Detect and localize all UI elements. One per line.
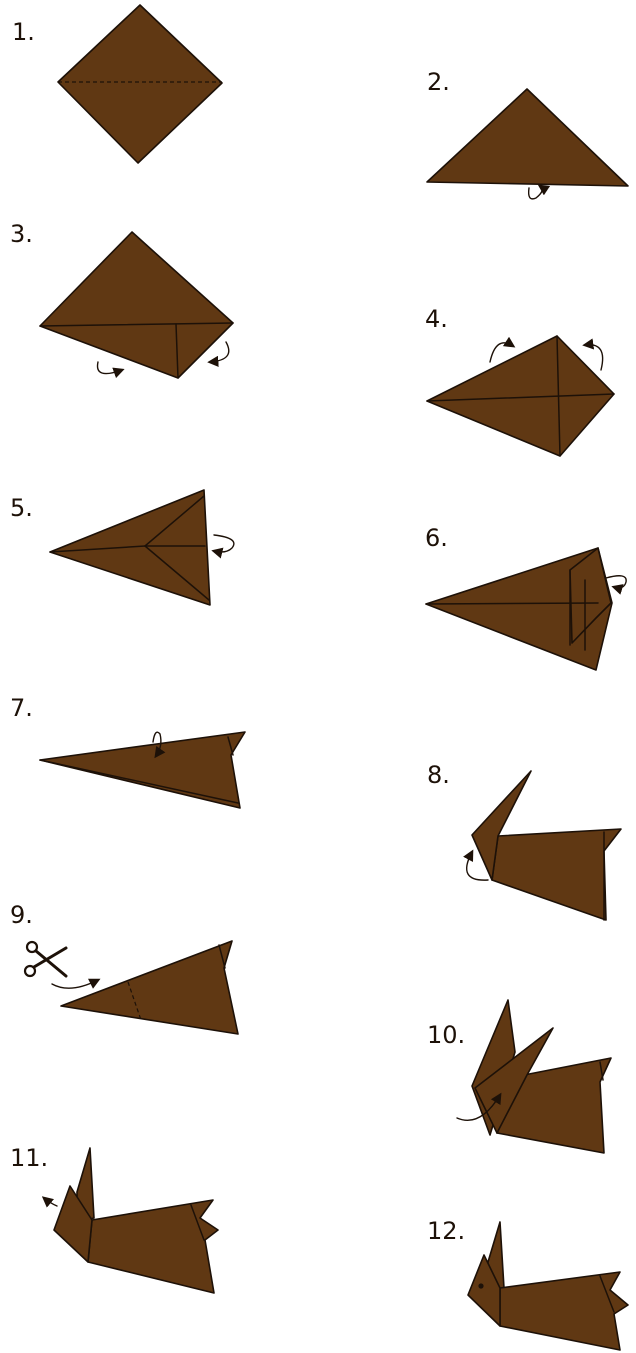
- fold-line: [144, 545, 210, 601]
- kite-shape: [426, 335, 615, 457]
- step-7-number: 7.: [10, 694, 33, 722]
- fold-arrow-icon: [489, 336, 516, 363]
- fold-line: [227, 736, 234, 756]
- step-10: 10.: [427, 999, 612, 1154]
- step-4: 4.: [425, 305, 615, 457]
- step-2: 2.: [426, 68, 629, 200]
- fold-arrow-icon: [207, 341, 230, 367]
- fold-line: [39, 759, 239, 804]
- fold-line: [144, 495, 205, 547]
- eye-dot: [478, 1283, 484, 1289]
- step-9-number: 9.: [10, 901, 33, 929]
- step-11-number: 11.: [10, 1144, 48, 1172]
- step-6: 6.: [425, 524, 627, 671]
- fold-line: [218, 944, 226, 969]
- body-shape: [499, 1271, 629, 1351]
- fold-arrow-icon: [463, 849, 489, 881]
- step-2-number: 2.: [427, 68, 450, 96]
- step-12: 12.: [427, 1217, 629, 1351]
- body-shape: [87, 1199, 219, 1294]
- fold-arrow-icon: [456, 1092, 502, 1122]
- body-shape: [491, 828, 622, 921]
- folded-flap: [569, 547, 612, 644]
- kite-shape: [39, 231, 234, 379]
- fold-arrow-icon: [152, 731, 166, 759]
- step-7: 7.: [10, 694, 246, 809]
- head-shape: [467, 1254, 501, 1327]
- step-8-number: 8.: [427, 761, 450, 789]
- fold-line: [175, 323, 179, 379]
- fold-arrow-icon: [41, 1196, 58, 1208]
- square-paper-shape: [57, 4, 223, 164]
- fold-line: [39, 322, 234, 327]
- triangle-shape: [426, 88, 629, 187]
- step-5-number: 5.: [10, 494, 33, 522]
- fold-arrow-icon: [582, 338, 604, 371]
- step-3-number: 3.: [10, 220, 33, 248]
- step-3: 3.: [10, 220, 234, 379]
- step-1-number: 1.: [12, 18, 35, 46]
- fold-line: [425, 602, 599, 605]
- head-shape: [53, 1185, 93, 1263]
- step-9: 9.: [10, 901, 239, 1035]
- flattened-shape: [39, 731, 246, 809]
- step-11: 11.: [10, 1144, 219, 1294]
- fold-arrow-icon: [605, 575, 627, 595]
- fold-line: [599, 1061, 604, 1081]
- fold-line: [49, 545, 146, 553]
- fold-arrow-icon: [211, 534, 235, 559]
- step-12-number: 12.: [427, 1217, 465, 1245]
- fold-line: [426, 393, 615, 402]
- fold-arrow-icon: [51, 978, 101, 989]
- step-5: 5.: [10, 489, 235, 606]
- scissors-icon: [23, 940, 68, 978]
- step-6-number: 6.: [425, 524, 448, 552]
- fold-arrow-icon: [527, 184, 551, 200]
- fold-line: [556, 335, 561, 457]
- step-10-number: 10.: [427, 1021, 465, 1049]
- step-4-number: 4.: [425, 305, 448, 333]
- flattened-shape: [60, 940, 239, 1035]
- step-8: 8.: [427, 761, 622, 921]
- step-1: 1.: [12, 4, 223, 164]
- fold-arrow-icon: [96, 361, 125, 379]
- fold-line: [190, 1204, 205, 1241]
- ear-shape: [474, 1027, 554, 1134]
- ear-shape: [471, 770, 532, 881]
- fold-line: [599, 1275, 615, 1313]
